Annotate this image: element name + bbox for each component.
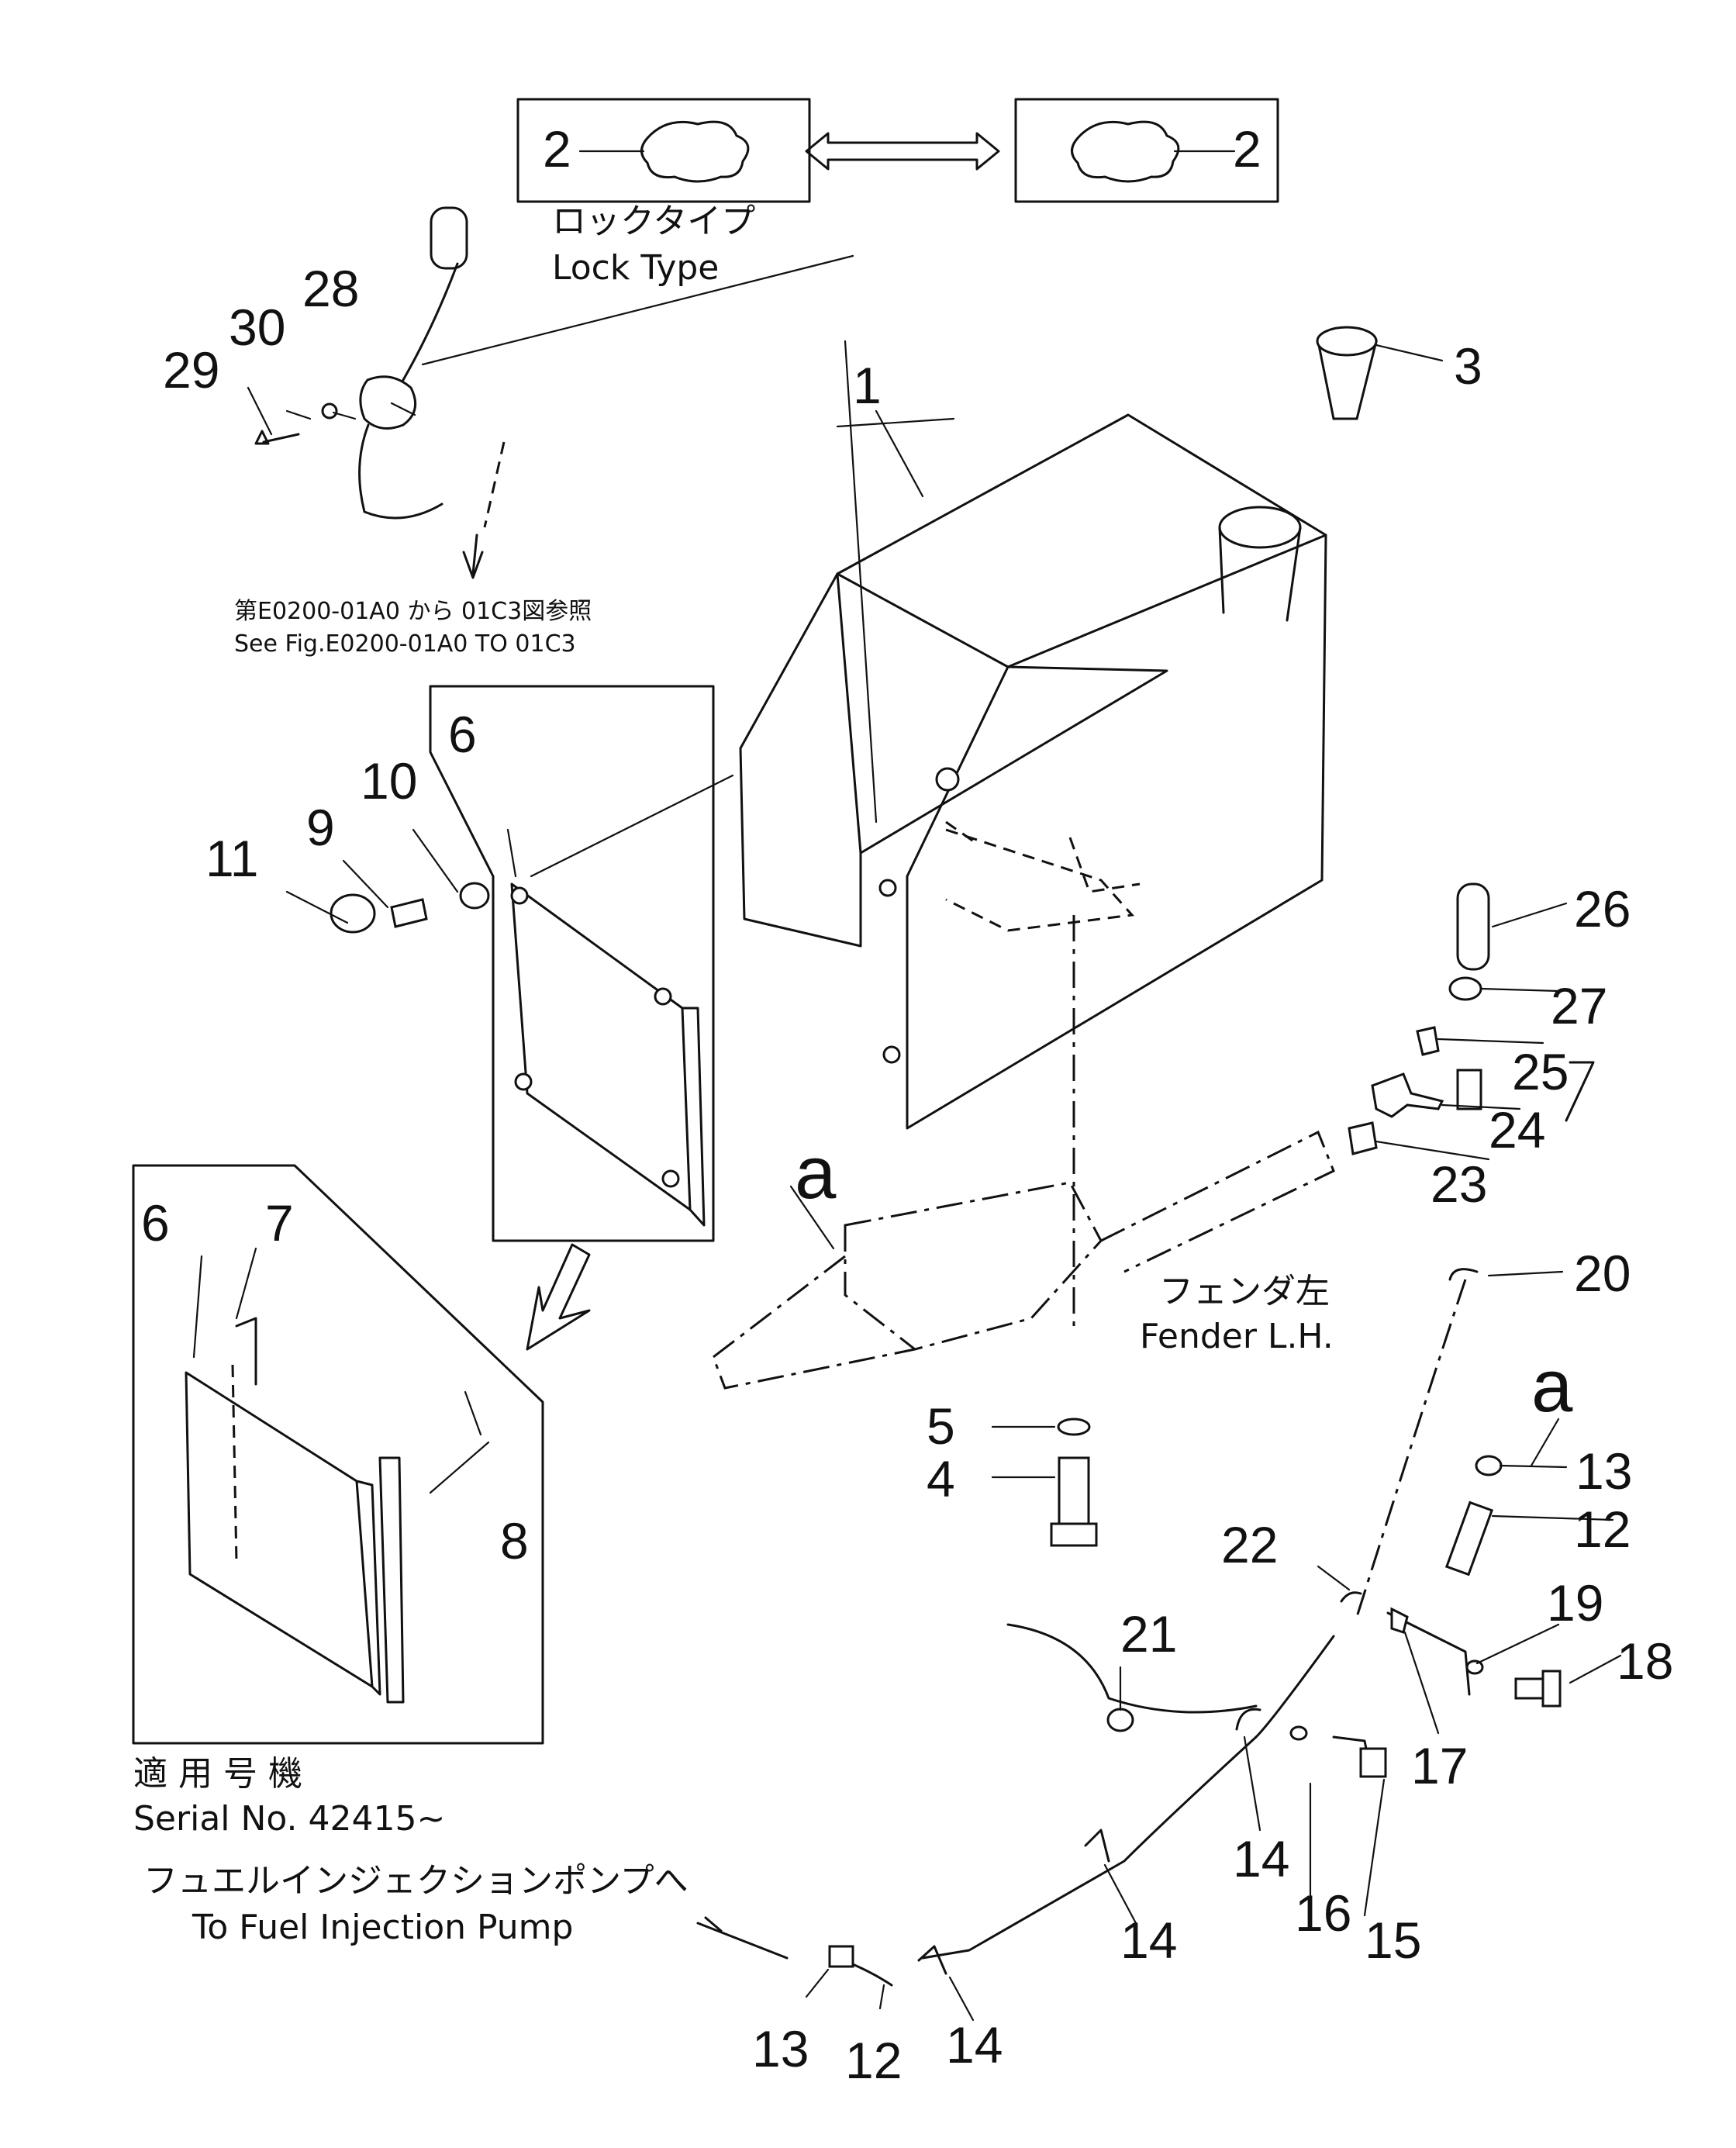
guard-plate (330, 685, 734, 1242)
callout-1: 1 (853, 357, 882, 414)
filler-neck (1218, 506, 1302, 549)
callout-7: 7 (265, 1194, 294, 1252)
fender-label-en: Fender L.H. (1140, 1317, 1334, 1356)
pump-label-jp: フュエルインジェクションポンプへ (143, 1861, 689, 1901)
view-marker-a: a (795, 1131, 837, 1214)
float (430, 206, 468, 270)
cap-variants (516, 98, 1279, 203)
hose-clamp (1448, 976, 1482, 1001)
elbow (1348, 1121, 1378, 1155)
callout-12: 12 (845, 2032, 902, 2089)
callout-29: 29 (163, 341, 219, 399)
clamps (917, 1591, 1562, 1975)
fuel-tank (739, 326, 1378, 1130)
callout-5: 5 (927, 1397, 955, 1455)
callout-24: 24 (1489, 1101, 1545, 1159)
callout-28: 28 (302, 260, 359, 317)
callout-21: 21 (1120, 1605, 1177, 1663)
callout-12: 12 (1574, 1500, 1631, 1558)
callout-9: 9 (306, 799, 335, 856)
serial-inset (132, 1164, 591, 1745)
serial-label-jp: 適 用 号 機 (133, 1754, 302, 1794)
callout-2: 2 (543, 120, 571, 178)
washer (1057, 1418, 1091, 1436)
view-marker-a: a (1531, 1345, 1573, 1428)
interchange-arrow (805, 132, 1000, 171)
callout-22: 22 (1221, 1516, 1278, 1573)
see-fig-label-en: See Fig.E0200-01A0 TO 01C3 (234, 630, 576, 658)
annotations: ロックタイプ Lock Type 第E0200-01A0 から 01C3図参照 … (133, 202, 1334, 1947)
bolt (390, 898, 428, 928)
lock-fuel-cap (640, 120, 750, 183)
pump-label-en: To Fuel Injection Pump (192, 1908, 573, 1947)
fuel-lines (828, 1061, 1595, 1987)
hose-12 (1444, 1500, 1494, 1576)
callout-14: 14 (1120, 1911, 1177, 1969)
fender-lh (712, 915, 1335, 1390)
lock-type-label-jp: ロックタイプ (552, 202, 755, 241)
callout-18: 18 (1617, 1632, 1673, 1690)
callout-30: 30 (229, 299, 285, 356)
detail-arrow (526, 1243, 591, 1351)
see-fig-label-jp: 第E0200-01A0 から 01C3図参照 (234, 598, 592, 625)
mount-bolt (1050, 1418, 1098, 1547)
callout-13: 13 (752, 2020, 809, 2077)
serial-label-en: Serial No. 42415~ (133, 1799, 445, 1839)
sender-flange (359, 375, 417, 430)
callout-6: 6 (141, 1194, 170, 1252)
callout-16: 16 (1295, 1884, 1351, 1942)
callout-19: 19 (1547, 1574, 1603, 1632)
standard-fuel-cap (1071, 120, 1180, 183)
callout-8: 8 (500, 1512, 529, 1570)
drain-valve (1348, 882, 1490, 1155)
leader-lines (192, 254, 1622, 2022)
callout-2: 2 (1233, 120, 1261, 178)
callout-11: 11 (205, 830, 259, 887)
callout-10: 10 (361, 752, 417, 810)
callout-14: 14 (1233, 1830, 1289, 1887)
callout-23: 23 (1431, 1155, 1487, 1213)
callout-26: 26 (1574, 880, 1631, 938)
drain-cock (1371, 1072, 1444, 1118)
lock-type-label-en: Lock Type (552, 248, 719, 288)
callout-25: 25 (1512, 1043, 1569, 1100)
callout-labels: 1 2 2 3 4 5 6 6 7 8 9 10 11 12 12 13 13 … (141, 120, 1673, 2089)
fender-label-jp: フェンダ左 (1159, 1272, 1330, 1311)
callout-4: 4 (927, 1450, 955, 1507)
plate-washer (459, 882, 490, 910)
callout-6: 6 (448, 706, 477, 763)
callout-27: 27 (1551, 977, 1607, 1034)
callout-17: 17 (1411, 1737, 1468, 1794)
cap-nut (330, 893, 376, 934)
nipple (1416, 1026, 1440, 1056)
callout-13: 13 (1576, 1442, 1632, 1500)
sender-screw (254, 430, 300, 445)
drain-hose (1456, 882, 1490, 971)
callout-3: 3 (1454, 337, 1482, 395)
callout-20: 20 (1574, 1245, 1631, 1302)
callout-15: 15 (1365, 1911, 1421, 1969)
fuel-gauge-sender (254, 206, 506, 579)
callout-14: 14 (946, 2016, 1003, 2074)
